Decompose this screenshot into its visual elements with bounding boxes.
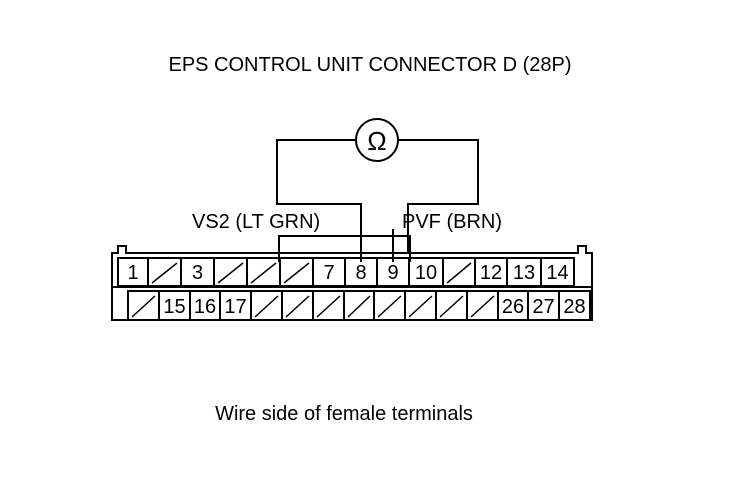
top-row-terminal-cell [213, 257, 248, 287]
diagram-title: EPS CONTROL UNIT CONNECTOR D (28P) [168, 54, 571, 76]
empty-slot-mark [347, 295, 371, 318]
probe-bracket [278, 235, 411, 262]
empty-slot-mark [470, 295, 495, 318]
terminal-number: 13 [513, 262, 535, 284]
bottom-row-terminal-cell [250, 290, 283, 321]
terminal-number: 15 [163, 296, 185, 318]
bottom-row-terminal-cell [466, 290, 499, 321]
bottom-row-terminal-cell: 27 [527, 290, 560, 321]
bottom-row-terminal-cell: 16 [189, 290, 221, 321]
terminal-number: 8 [355, 262, 366, 284]
left-wire-label: VS2 (LT GRN) [192, 211, 320, 233]
empty-slot-mark [439, 295, 464, 318]
bottom-row-terminal-cell [281, 290, 314, 321]
bottom-row-terminal-cell [404, 290, 437, 321]
terminal-number: 12 [480, 262, 502, 284]
empty-slot-mark [217, 262, 244, 284]
top-row-terminal-cell [279, 257, 314, 287]
terminal-number: 26 [502, 296, 524, 318]
empty-slot-mark [316, 295, 341, 318]
top-row-terminal-cell [147, 257, 182, 287]
right-probe-wire [398, 139, 479, 252]
terminal-number: 9 [387, 262, 398, 284]
ohm-symbol: Ω [367, 126, 386, 156]
empty-slot-mark [250, 262, 277, 284]
top-row-terminal-cell: 10 [408, 257, 444, 287]
top-row-terminal-cell: 9 [376, 257, 410, 287]
terminal-number: 1 [127, 262, 138, 284]
probe-wires [276, 139, 479, 262]
terminal-number: 28 [563, 296, 585, 318]
top-row-terminal-cell [246, 257, 281, 287]
terminal-number: 3 [192, 262, 203, 284]
terminal-number: 10 [415, 262, 437, 284]
top-row-terminal-cell: 3 [180, 257, 215, 287]
bottom-row-terminal-cell: 26 [497, 290, 529, 321]
empty-slot-mark [151, 262, 178, 284]
bottom-row-terminal-cell [373, 290, 406, 321]
right-wire-label: PVF (BRN) [402, 211, 502, 233]
empty-slot-mark [283, 262, 310, 284]
terminal-number: 16 [194, 296, 216, 318]
top-row-terminal-cell: 8 [344, 257, 378, 287]
terminal-number: 14 [546, 262, 568, 284]
empty-slot-mark [285, 295, 310, 318]
terminal-number: 7 [323, 262, 334, 284]
top-row-terminal-cell: 7 [312, 257, 346, 287]
diagram-caption: Wire side of female terminals [215, 403, 473, 425]
top-row-terminal-cell: 1 [117, 257, 149, 287]
top-row-terminal-cell: 13 [506, 257, 542, 287]
bottom-row-terminal-cell [312, 290, 345, 321]
empty-slot-mark [131, 295, 156, 318]
left-probe-wire [276, 139, 362, 252]
bottom-row-terminal-cell: 15 [158, 290, 191, 321]
top-row-terminal-cell: 14 [540, 257, 575, 287]
bottom-row-terminal-cell [127, 290, 160, 321]
bottom-row-terminal-cell [435, 290, 468, 321]
terminal-number: 17 [224, 296, 246, 318]
empty-slot-mark [408, 295, 433, 318]
bottom-row-terminal-cell [343, 290, 375, 321]
empty-slot-mark [254, 295, 279, 318]
top-row-terminal-cell [442, 257, 476, 287]
empty-slot-mark [446, 262, 472, 284]
empty-slot-mark [377, 295, 402, 318]
bottom-row-terminal-cell: 28 [558, 290, 591, 321]
top-row-terminal-cell: 12 [474, 257, 508, 287]
bottom-row-terminal-cell: 17 [219, 290, 252, 321]
terminal-number: 27 [532, 296, 554, 318]
